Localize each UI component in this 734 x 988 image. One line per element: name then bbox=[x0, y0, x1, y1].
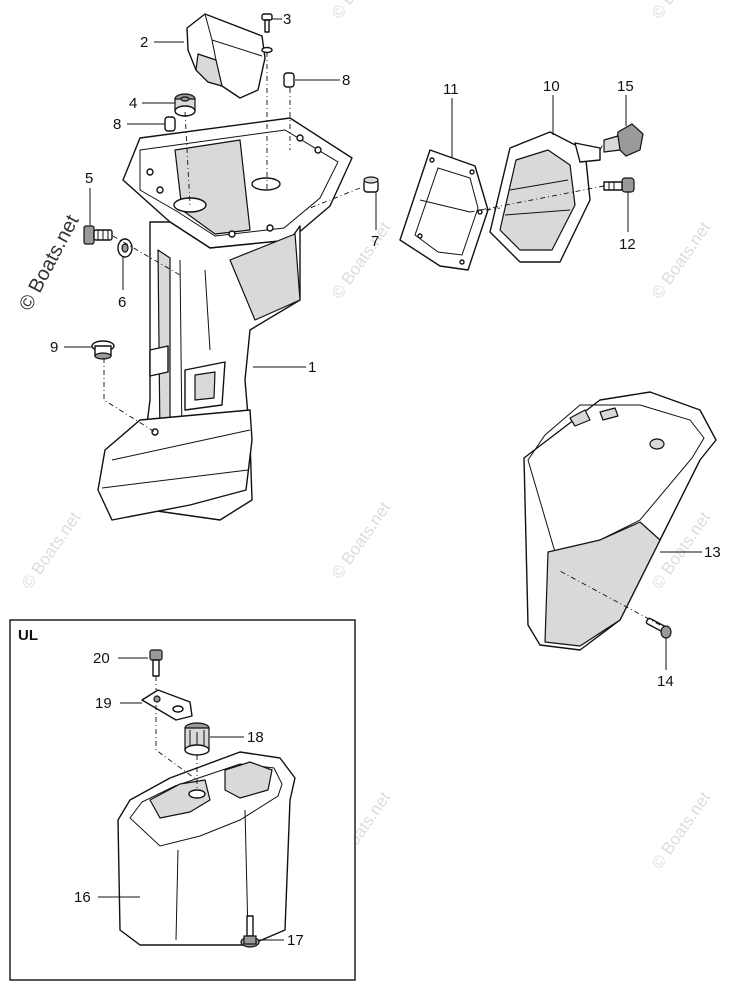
callout-11: 11 bbox=[443, 81, 459, 98]
callout-20: 20 bbox=[93, 650, 110, 667]
part-19-gasket bbox=[141, 689, 193, 721]
watermark: © Boats.net bbox=[648, 218, 715, 302]
callout-2: 2 bbox=[140, 34, 148, 51]
callout-18: 18 bbox=[247, 729, 264, 746]
part-10-exhaust-cover bbox=[489, 131, 601, 263]
inset-label: UL bbox=[18, 627, 38, 644]
callout-17: 17 bbox=[287, 932, 304, 949]
part-11-gasket bbox=[399, 149, 489, 271]
part-16-extension bbox=[117, 751, 296, 946]
callout-12: 12 bbox=[619, 236, 636, 253]
callout-6: 6 bbox=[118, 294, 126, 311]
watermark: © Boats.net bbox=[18, 508, 85, 592]
callout-8: 8 bbox=[342, 72, 350, 89]
part-9-grommet bbox=[91, 340, 115, 360]
callout-8: 8 bbox=[113, 116, 121, 133]
callout-1: 1 bbox=[308, 359, 316, 376]
callout-3: 3 bbox=[283, 11, 291, 28]
part-15-nut bbox=[603, 123, 644, 157]
watermark-primary: © Boats.net bbox=[15, 211, 84, 314]
part-7-plug bbox=[363, 176, 379, 193]
watermark: © Boats.net bbox=[328, 498, 395, 582]
callout-9: 9 bbox=[50, 339, 58, 356]
part-18-seal bbox=[184, 722, 210, 756]
part-5-bolt bbox=[83, 225, 113, 245]
callout-16: 16 bbox=[74, 889, 91, 906]
part-12-bolt bbox=[603, 177, 635, 193]
callout-14: 14 bbox=[657, 673, 674, 690]
callout-13: 13 bbox=[704, 544, 721, 561]
part-6-washer bbox=[117, 238, 133, 258]
callout-7: 7 bbox=[371, 233, 379, 250]
part-14-screw bbox=[645, 617, 672, 639]
inset-ul: UL bbox=[9, 619, 356, 981]
part-2-bracket bbox=[186, 13, 266, 99]
watermark: © Boats.net bbox=[328, 0, 395, 22]
part-17-bolt bbox=[240, 915, 260, 948]
part-13-lower-cover bbox=[523, 391, 717, 651]
watermark: © Boats.net bbox=[648, 0, 715, 22]
watermark: © Boats.net bbox=[328, 218, 395, 302]
callout-10: 10 bbox=[543, 78, 560, 95]
part-8-pin-upper bbox=[283, 72, 295, 88]
callout-15: 15 bbox=[617, 78, 634, 95]
part-8-pin-lower bbox=[164, 116, 176, 132]
part-1-driveshaft-housing bbox=[97, 117, 353, 521]
callout-5: 5 bbox=[85, 170, 93, 187]
watermark: © Boats.net bbox=[648, 788, 715, 872]
leader-lines bbox=[64, 18, 702, 670]
callouts: 1 2 3 8 4 8 5 6 7 9 11 10 15 12 13 14 bbox=[50, 11, 721, 690]
callout-19: 19 bbox=[95, 695, 112, 712]
callout-4: 4 bbox=[129, 95, 137, 112]
